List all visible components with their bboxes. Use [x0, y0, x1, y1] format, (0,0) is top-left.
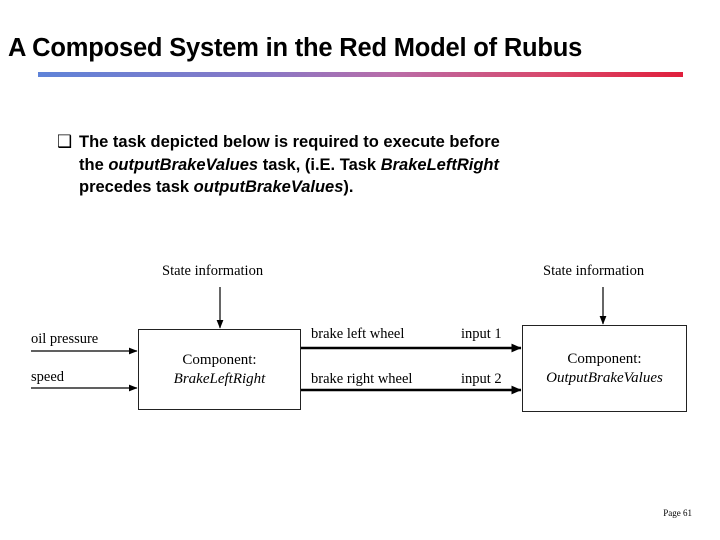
- page-title: A Composed System in the Red Model of Ru…: [8, 34, 583, 62]
- label-brake-left-wheel: brake left wheel: [311, 326, 405, 342]
- component-kind-label: Component:: [567, 350, 642, 367]
- label-brake-right-wheel: brake right wheel: [311, 371, 413, 387]
- label-input-1: input 1: [461, 326, 502, 342]
- square-bullet-icon: ❑: [57, 132, 73, 152]
- component-name-label: BrakeLeftRight: [173, 370, 266, 387]
- page-number: Page 61: [663, 508, 692, 518]
- bullet-line-2-middle: task, (i.E. Task: [258, 155, 381, 174]
- bullet-line-3-prefix: precedes task: [79, 178, 194, 196]
- component-name-label: OutputBrakeValues: [546, 369, 663, 386]
- component-box-brake-left-right[interactable]: Component: BrakeLeftRight: [138, 329, 301, 410]
- title-underline-rule: [38, 72, 683, 77]
- label-state-information-right: State information: [543, 263, 645, 279]
- task-name-output-brake-values-2: outputBrakeValues: [193, 178, 344, 196]
- component-kind-label: Component:: [182, 351, 257, 368]
- task-name-brake-left-right: BrakeLeftRight: [380, 155, 499, 174]
- component-box-output-brake-values[interactable]: Component: OutputBrakeValues: [522, 325, 687, 412]
- bullet-line-2-prefix: the: [79, 155, 109, 174]
- label-state-information-left: State information: [162, 263, 264, 279]
- label-input-2: input 2: [461, 371, 502, 387]
- task-name-output-brake-values-1: outputBrakeValues: [108, 155, 259, 174]
- list-item: ❑ The task depicted below is required to…: [57, 131, 667, 199]
- label-oil-pressure: oil pressure: [31, 331, 99, 347]
- label-speed: speed: [31, 369, 65, 385]
- bullet-list: ❑ The task depicted below is required to…: [57, 131, 667, 199]
- bullet-line-3-suffix: ).: [343, 178, 354, 196]
- bullet-paragraph: The task depicted below is required to e…: [79, 131, 500, 199]
- bullet-line-1: The task depicted below is required to e…: [79, 133, 500, 151]
